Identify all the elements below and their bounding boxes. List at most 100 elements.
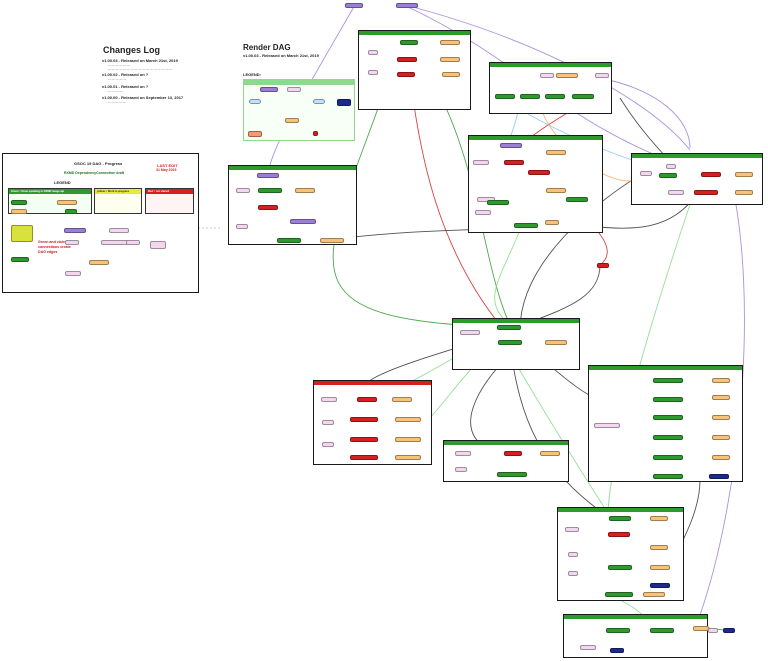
dag-node-pink <box>595 73 609 78</box>
dag-node-orange <box>395 437 421 442</box>
dag-node-pink <box>65 240 79 245</box>
dag-node-green <box>653 435 683 440</box>
dag-node-orange <box>89 260 109 265</box>
dag-node-pink <box>236 188 250 193</box>
dag-node-pink <box>568 571 578 576</box>
dag-node-pink <box>321 397 337 402</box>
dag-node-green <box>653 397 683 402</box>
render-dag-title: Render DAG <box>243 43 291 52</box>
dag-node-orange <box>442 72 460 77</box>
dag-node-red <box>258 205 278 210</box>
dag-node-orange <box>650 516 668 521</box>
dag-group-panel <box>228 165 357 245</box>
dag-node-orange <box>57 200 77 205</box>
dag-node-purple <box>500 143 522 148</box>
dag-node-orange <box>556 73 578 78</box>
gsoc-last-edit: LAST EDIT <box>157 163 178 168</box>
dag-node-orange <box>540 451 560 456</box>
dag-node-green <box>497 472 527 477</box>
dag-node-pink <box>540 73 554 78</box>
dag-node-green <box>258 188 282 193</box>
dag-node-green <box>65 209 77 214</box>
dag-node-red <box>504 451 522 456</box>
dag-node-green <box>650 628 674 633</box>
dag-node-pink <box>368 70 378 75</box>
dag-group-panel <box>468 135 603 233</box>
changes-log-title: Changes Log <box>103 45 161 55</box>
legend-node-blue <box>249 99 261 104</box>
legend-node-orange <box>285 118 299 123</box>
dag-node-red <box>397 57 417 62</box>
dag-node-navy <box>610 648 624 653</box>
dag-node-green <box>608 565 632 570</box>
render-dag-subtitle: v1.00.03 - Released on March 21st, 2019 <box>243 53 319 58</box>
gsoc-last-edit-date: 31 May 2019 <box>156 168 177 172</box>
dag-edge <box>332 44 498 328</box>
dag-node-purple <box>257 173 279 178</box>
dag-node-pink <box>455 451 471 456</box>
dag-node-pink <box>565 527 579 532</box>
gsoc-yellow-block <box>11 225 33 242</box>
dag-node-pink <box>475 210 491 215</box>
dag-node-purple <box>290 219 316 224</box>
dag-node-pink <box>580 645 596 650</box>
dag-node-orange <box>395 455 421 460</box>
dag-node-orange <box>440 40 460 45</box>
gsoc-subtitle: RXMD DependencyConnection draft <box>64 171 125 175</box>
dag-node-orange <box>643 592 665 597</box>
gsoc-title: GSOC 19 DAG - Progress <box>74 161 123 166</box>
dag-node-orange <box>295 188 315 193</box>
dag-node-pink <box>65 271 81 276</box>
dag-node-red <box>504 160 524 165</box>
dag-node-green <box>606 628 630 633</box>
dag-node-pink <box>594 423 620 428</box>
dag-node-green <box>653 415 683 420</box>
dag-node-purple <box>64 228 86 233</box>
dag-group-panel <box>489 62 612 114</box>
changes-log-entry: v1.00.01 - Released on ? <box>102 84 149 89</box>
gsoc-note: Green and violet connections create DAG … <box>38 240 71 254</box>
dag-node-navy <box>723 628 735 633</box>
dag-node-green <box>11 257 29 262</box>
dag-node-orange <box>712 395 730 400</box>
dag-node-pink <box>150 241 166 249</box>
render-dag-legend-title: LEGEND: <box>243 72 261 77</box>
dag-node-orange <box>650 565 670 570</box>
dag-node-orange <box>545 340 567 345</box>
dag-node-pink <box>126 240 140 245</box>
changes-log-detail: · — — — — — <box>106 100 127 104</box>
dag-node-red <box>350 417 378 422</box>
dag-node-pink <box>668 190 684 195</box>
dag-node-red <box>597 263 609 268</box>
gsoc-yellow-legend-label: yellow = Work in progress <box>95 189 141 194</box>
dag-node-green <box>609 516 631 521</box>
dag-node-pink <box>455 467 467 472</box>
dag-node-orange <box>712 435 730 440</box>
dag-node-green <box>653 378 683 383</box>
dag-node-purple <box>396 3 418 8</box>
legend-node-red <box>313 131 318 136</box>
gsoc-legend-title: LEGEND <box>54 180 71 185</box>
dag-node-orange <box>546 150 566 155</box>
dag-node-pink <box>236 224 248 229</box>
dag-node-purple <box>345 3 363 8</box>
dag-node-orange <box>693 626 709 631</box>
dag-edge <box>519 174 641 331</box>
dag-node-green <box>572 94 594 99</box>
legend-node-pink <box>287 87 301 92</box>
dag-node-red <box>397 72 415 77</box>
dag-node-green <box>400 40 418 45</box>
gsoc-red-legend-box: Red = not started <box>145 188 194 214</box>
dag-node-pink <box>322 442 334 447</box>
changes-log-entry: v1.00.03 - Released on March 21st, 2019 <box>102 58 178 63</box>
legend-node-navy <box>337 99 351 106</box>
dag-node-orange <box>650 545 668 550</box>
dag-node-orange <box>735 172 753 177</box>
dag-node-green <box>498 340 522 345</box>
dag-node-red <box>694 190 718 195</box>
dag-node-pink <box>322 420 334 425</box>
dag-node-red <box>608 532 630 537</box>
changes-log-entry: v1.00.02 - Released on ? <box>102 72 149 77</box>
dag-node-pink <box>473 160 489 165</box>
dag-group-panel <box>631 153 763 205</box>
